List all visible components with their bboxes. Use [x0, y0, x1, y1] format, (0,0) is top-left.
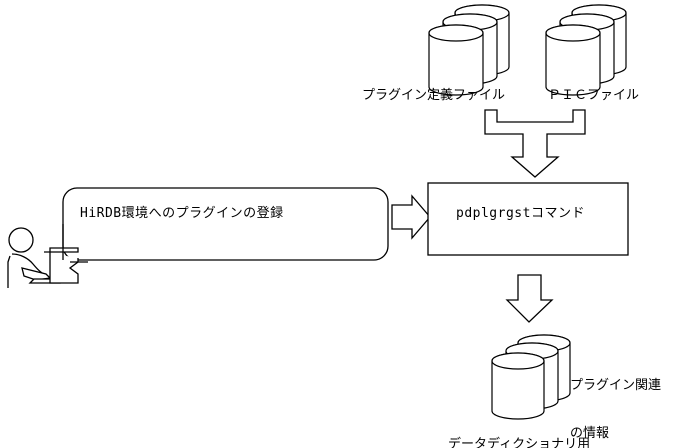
output-note-line-2: の情報 — [570, 426, 610, 442]
label-rd-area: データディクショナリ用 ＲＤエリア — [448, 404, 590, 448]
database-stack-icon-rdarea — [491, 334, 571, 420]
output-note-label: プラグイン関連 の情報 — [570, 345, 661, 448]
block-arrow-right-icon — [391, 194, 431, 240]
database-stack-icon-pic — [545, 4, 627, 96]
process-box-shape — [62, 187, 389, 261]
command-box-label: pdplgrgstコマンド — [456, 206, 585, 221]
block-arrow-merge-down-icon — [484, 109, 586, 178]
output-note-line-1: プラグイン関連 — [570, 377, 662, 393]
label-pic-file: ＰＩＣファイル — [548, 88, 640, 103]
block-arrow-down-icon — [505, 274, 554, 323]
database-stack-icon-plugin-def — [428, 4, 510, 96]
label-rd-area-line-1: データディクショナリ用 — [448, 436, 591, 448]
process-box-label: HiRDB環境へのプラグインの登録 — [80, 206, 284, 221]
command-box-shape — [427, 182, 629, 256]
seated-person-at-terminal-icon — [7, 224, 88, 288]
label-plugin-definition-file: プラグイン定義ファイル — [362, 88, 506, 103]
